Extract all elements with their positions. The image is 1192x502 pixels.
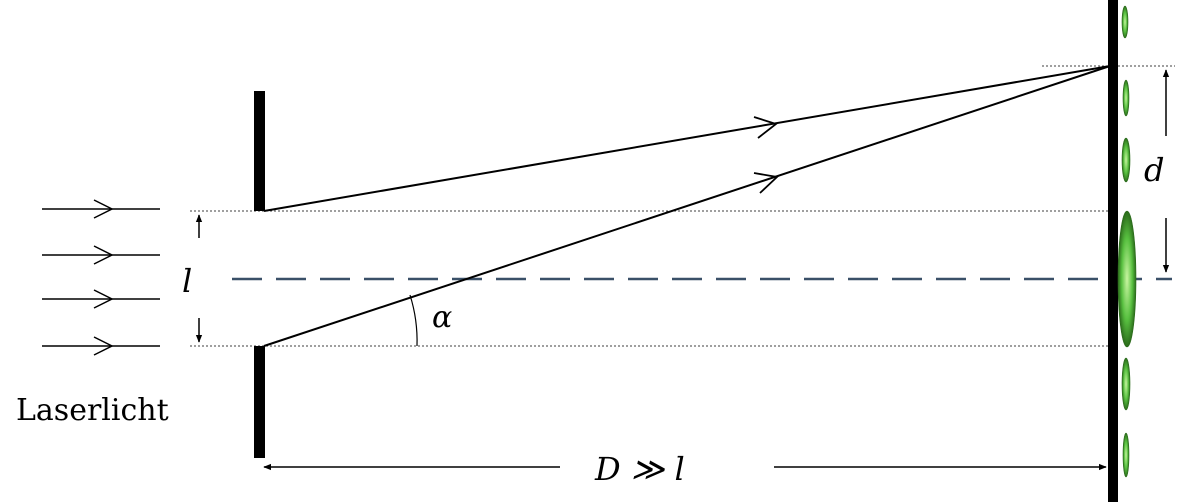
slit-barrier	[254, 91, 265, 458]
screen	[1108, 0, 1118, 502]
barrier-lower	[254, 346, 265, 458]
fringe	[1122, 432, 1130, 478]
fringe-spacing-label: d	[1144, 151, 1164, 189]
arrow-right-icon	[93, 336, 114, 356]
diffracted-rays	[263, 65, 1111, 347]
arrow-right-icon	[753, 116, 778, 139]
ray-upper	[263, 65, 1111, 212]
fringe-central	[1117, 210, 1137, 348]
angle-arc	[409, 294, 418, 347]
arrow-right-icon	[93, 289, 114, 309]
source-label: Laserlicht	[16, 393, 169, 428]
incoming-laser-beams	[42, 199, 160, 356]
fringe	[1122, 79, 1130, 117]
arrow-right-icon	[753, 172, 779, 194]
reference-lines	[190, 65, 1175, 347]
angle-label: α	[432, 300, 452, 335]
ray-lower	[263, 65, 1111, 347]
interference-fringes	[1117, 5, 1137, 478]
fringe	[1121, 5, 1129, 39]
arrow-right-icon	[93, 199, 114, 219]
distance-label: D ≫ l	[594, 450, 685, 488]
barrier-upper	[254, 91, 265, 211]
arrow-right-icon	[93, 245, 114, 265]
slit-width-label: l	[182, 262, 192, 300]
fringe	[1121, 137, 1131, 183]
fringe	[1121, 357, 1131, 411]
